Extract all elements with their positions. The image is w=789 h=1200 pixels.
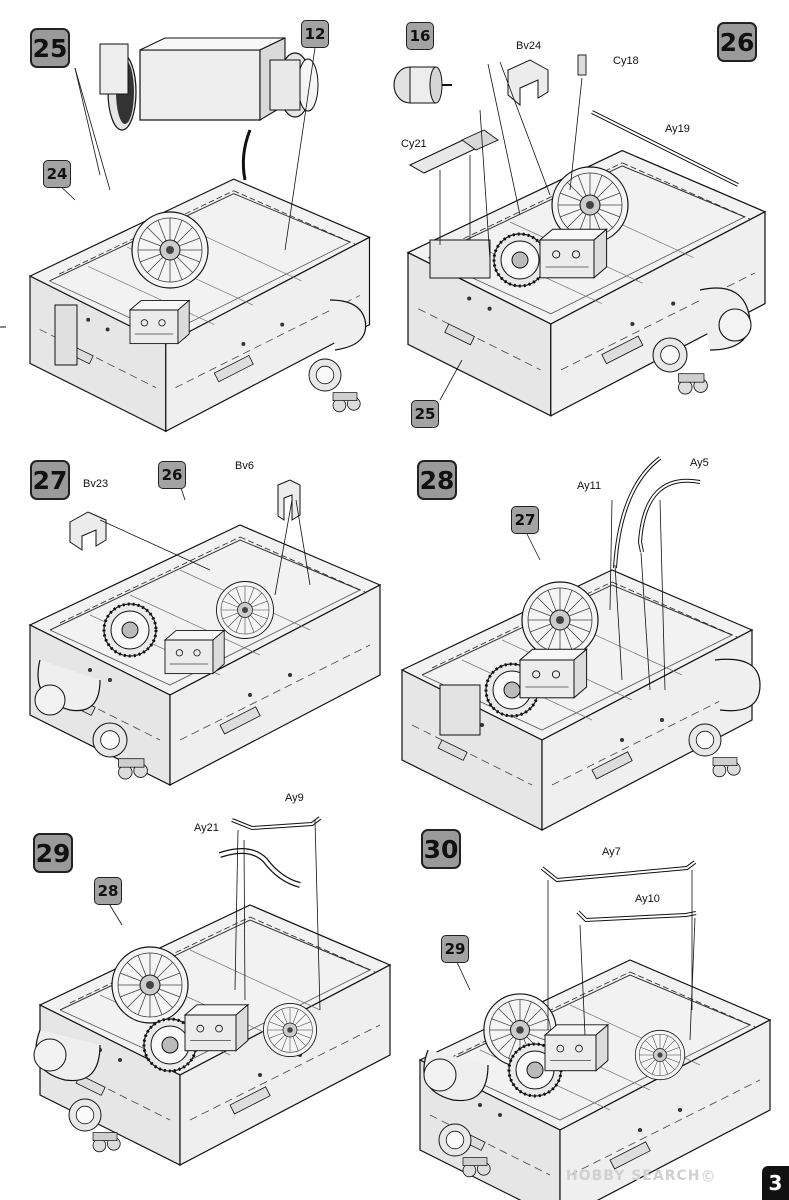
step-30-diagram bbox=[419, 860, 771, 1200]
label-ay9: Ay9 bbox=[285, 792, 304, 804]
step-number-27: 27 bbox=[30, 460, 70, 500]
watermark-mark: Ⓒ bbox=[702, 1170, 715, 1183]
ref-step-24: 24 bbox=[43, 160, 71, 188]
ref-part-12: 12 bbox=[301, 20, 329, 48]
label-ay11: Ay11 bbox=[577, 480, 602, 492]
label-bv23: Bv23 bbox=[83, 478, 109, 490]
bv23-part bbox=[69, 511, 107, 551]
label-cy21: Cy21 bbox=[401, 138, 427, 150]
battery-box bbox=[429, 239, 491, 279]
label-bv24: Bv24 bbox=[516, 40, 542, 52]
step-number-25: 25 bbox=[30, 28, 70, 68]
step-29-diagram bbox=[33, 816, 391, 1166]
page-number: 3 bbox=[762, 1166, 789, 1200]
cy18-part bbox=[577, 54, 587, 76]
step-26-diagram bbox=[393, 54, 766, 417]
engine-assembly-part bbox=[99, 37, 319, 181]
step-number-28: 28 bbox=[417, 460, 457, 500]
step-28-diagram bbox=[401, 456, 761, 831]
hull-hub bbox=[329, 299, 367, 351]
label-bv6: Bv6 bbox=[235, 460, 254, 472]
ay11-part bbox=[613, 456, 662, 569]
label-ay5: Ay5 bbox=[690, 457, 709, 469]
ref-part-16: 16 bbox=[406, 22, 434, 50]
ref-step-29: 29 bbox=[441, 935, 469, 963]
step-number-29: 29 bbox=[33, 833, 73, 873]
label-cy18: Cy18 bbox=[613, 55, 639, 67]
step-25-diagram bbox=[29, 37, 371, 432]
label-ay7: Ay7 bbox=[602, 846, 621, 858]
step-number-26: 26 bbox=[717, 22, 757, 62]
ref-step-28: 28 bbox=[94, 877, 122, 905]
bv6-part bbox=[277, 479, 301, 521]
step-number-30: 30 bbox=[421, 829, 461, 869]
starter-motor-part bbox=[393, 66, 452, 104]
ref-step-26: 26 bbox=[158, 461, 186, 489]
ref-step-27: 27 bbox=[511, 506, 539, 534]
ay5-part bbox=[637, 478, 701, 553]
ay7-part bbox=[540, 860, 697, 883]
label-ay19: Ay19 bbox=[665, 123, 690, 135]
label-ay21: Ay21 bbox=[194, 822, 219, 834]
watermark-text: HOBBY SEARCH bbox=[566, 1168, 701, 1184]
battery-rack bbox=[54, 304, 78, 366]
ref-step-25: 25 bbox=[411, 400, 439, 428]
label-ay10: Ay10 bbox=[635, 893, 660, 905]
step-27-diagram bbox=[29, 479, 381, 786]
